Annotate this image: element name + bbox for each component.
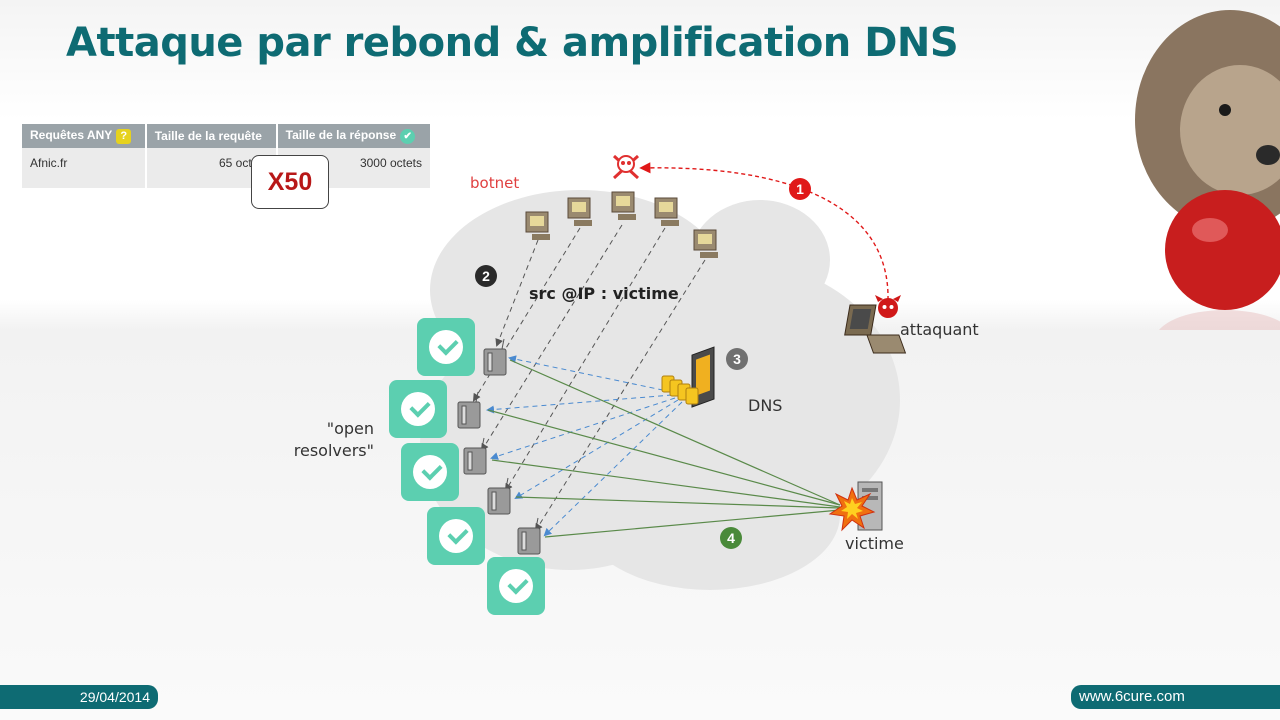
hedgehog-apple-image bbox=[1135, 10, 1280, 330]
check-icon bbox=[427, 507, 485, 565]
attacker-label: attaquant bbox=[900, 320, 979, 339]
router-icon bbox=[463, 437, 487, 475]
footer-url[interactable]: www.6cure.com bbox=[1071, 685, 1280, 709]
question-icon: ? bbox=[116, 128, 132, 144]
computer-icon bbox=[567, 197, 592, 226]
botnet-label: botnet bbox=[470, 174, 520, 192]
router-icon bbox=[457, 391, 481, 429]
computer-icon bbox=[611, 191, 636, 220]
open-resolver-routers bbox=[457, 338, 541, 555]
computer-icon bbox=[693, 229, 718, 258]
botnet-computers bbox=[525, 191, 718, 258]
dns-server-icon bbox=[661, 346, 715, 408]
table-header-request-size: Taille de la requête bbox=[145, 124, 278, 148]
footer-date: 29/04/2014 bbox=[0, 685, 158, 709]
victim-label: victime bbox=[845, 534, 904, 553]
spoofed-query-arrows bbox=[472, 224, 706, 532]
check-icon bbox=[417, 318, 475, 376]
attacker-laptop-icon bbox=[844, 304, 907, 354]
skull-icon bbox=[612, 154, 640, 180]
amplified-response-arrows bbox=[487, 359, 841, 538]
table-header-requests: Requêtes ANY? bbox=[22, 124, 147, 148]
computer-icon bbox=[525, 211, 550, 240]
check-icon bbox=[487, 557, 545, 615]
step-badge-2: 2 bbox=[475, 265, 497, 287]
router-icon bbox=[487, 477, 511, 515]
check-icon bbox=[389, 380, 447, 438]
dns-label: DNS bbox=[748, 396, 783, 415]
explosion-icon bbox=[828, 486, 876, 532]
router-icon bbox=[483, 338, 507, 376]
computer-icon bbox=[654, 197, 679, 226]
table-cell-domain: Afnic.fr bbox=[22, 148, 147, 188]
router-icon bbox=[517, 517, 541, 555]
command-arrow bbox=[639, 162, 889, 301]
src-ip-label: src @IP : victime bbox=[529, 284, 679, 303]
step-badge-1: 1 bbox=[789, 178, 811, 200]
dns-query-arrows bbox=[486, 355, 683, 537]
step-badge-4: 4 bbox=[720, 527, 742, 549]
open-resolvers-label: "open resolvers" bbox=[293, 419, 374, 460]
slide-title: Attaque par rebond & amplification DNS bbox=[66, 20, 959, 66]
table-header-response-size: Taille de la réponse✔ bbox=[276, 124, 433, 148]
check-icon bbox=[401, 443, 459, 501]
devil-icon bbox=[875, 295, 901, 318]
multiplier-box: X50 bbox=[251, 155, 329, 209]
step-badge-3: 3 bbox=[726, 348, 748, 370]
check-icon: ✔ bbox=[400, 128, 416, 144]
